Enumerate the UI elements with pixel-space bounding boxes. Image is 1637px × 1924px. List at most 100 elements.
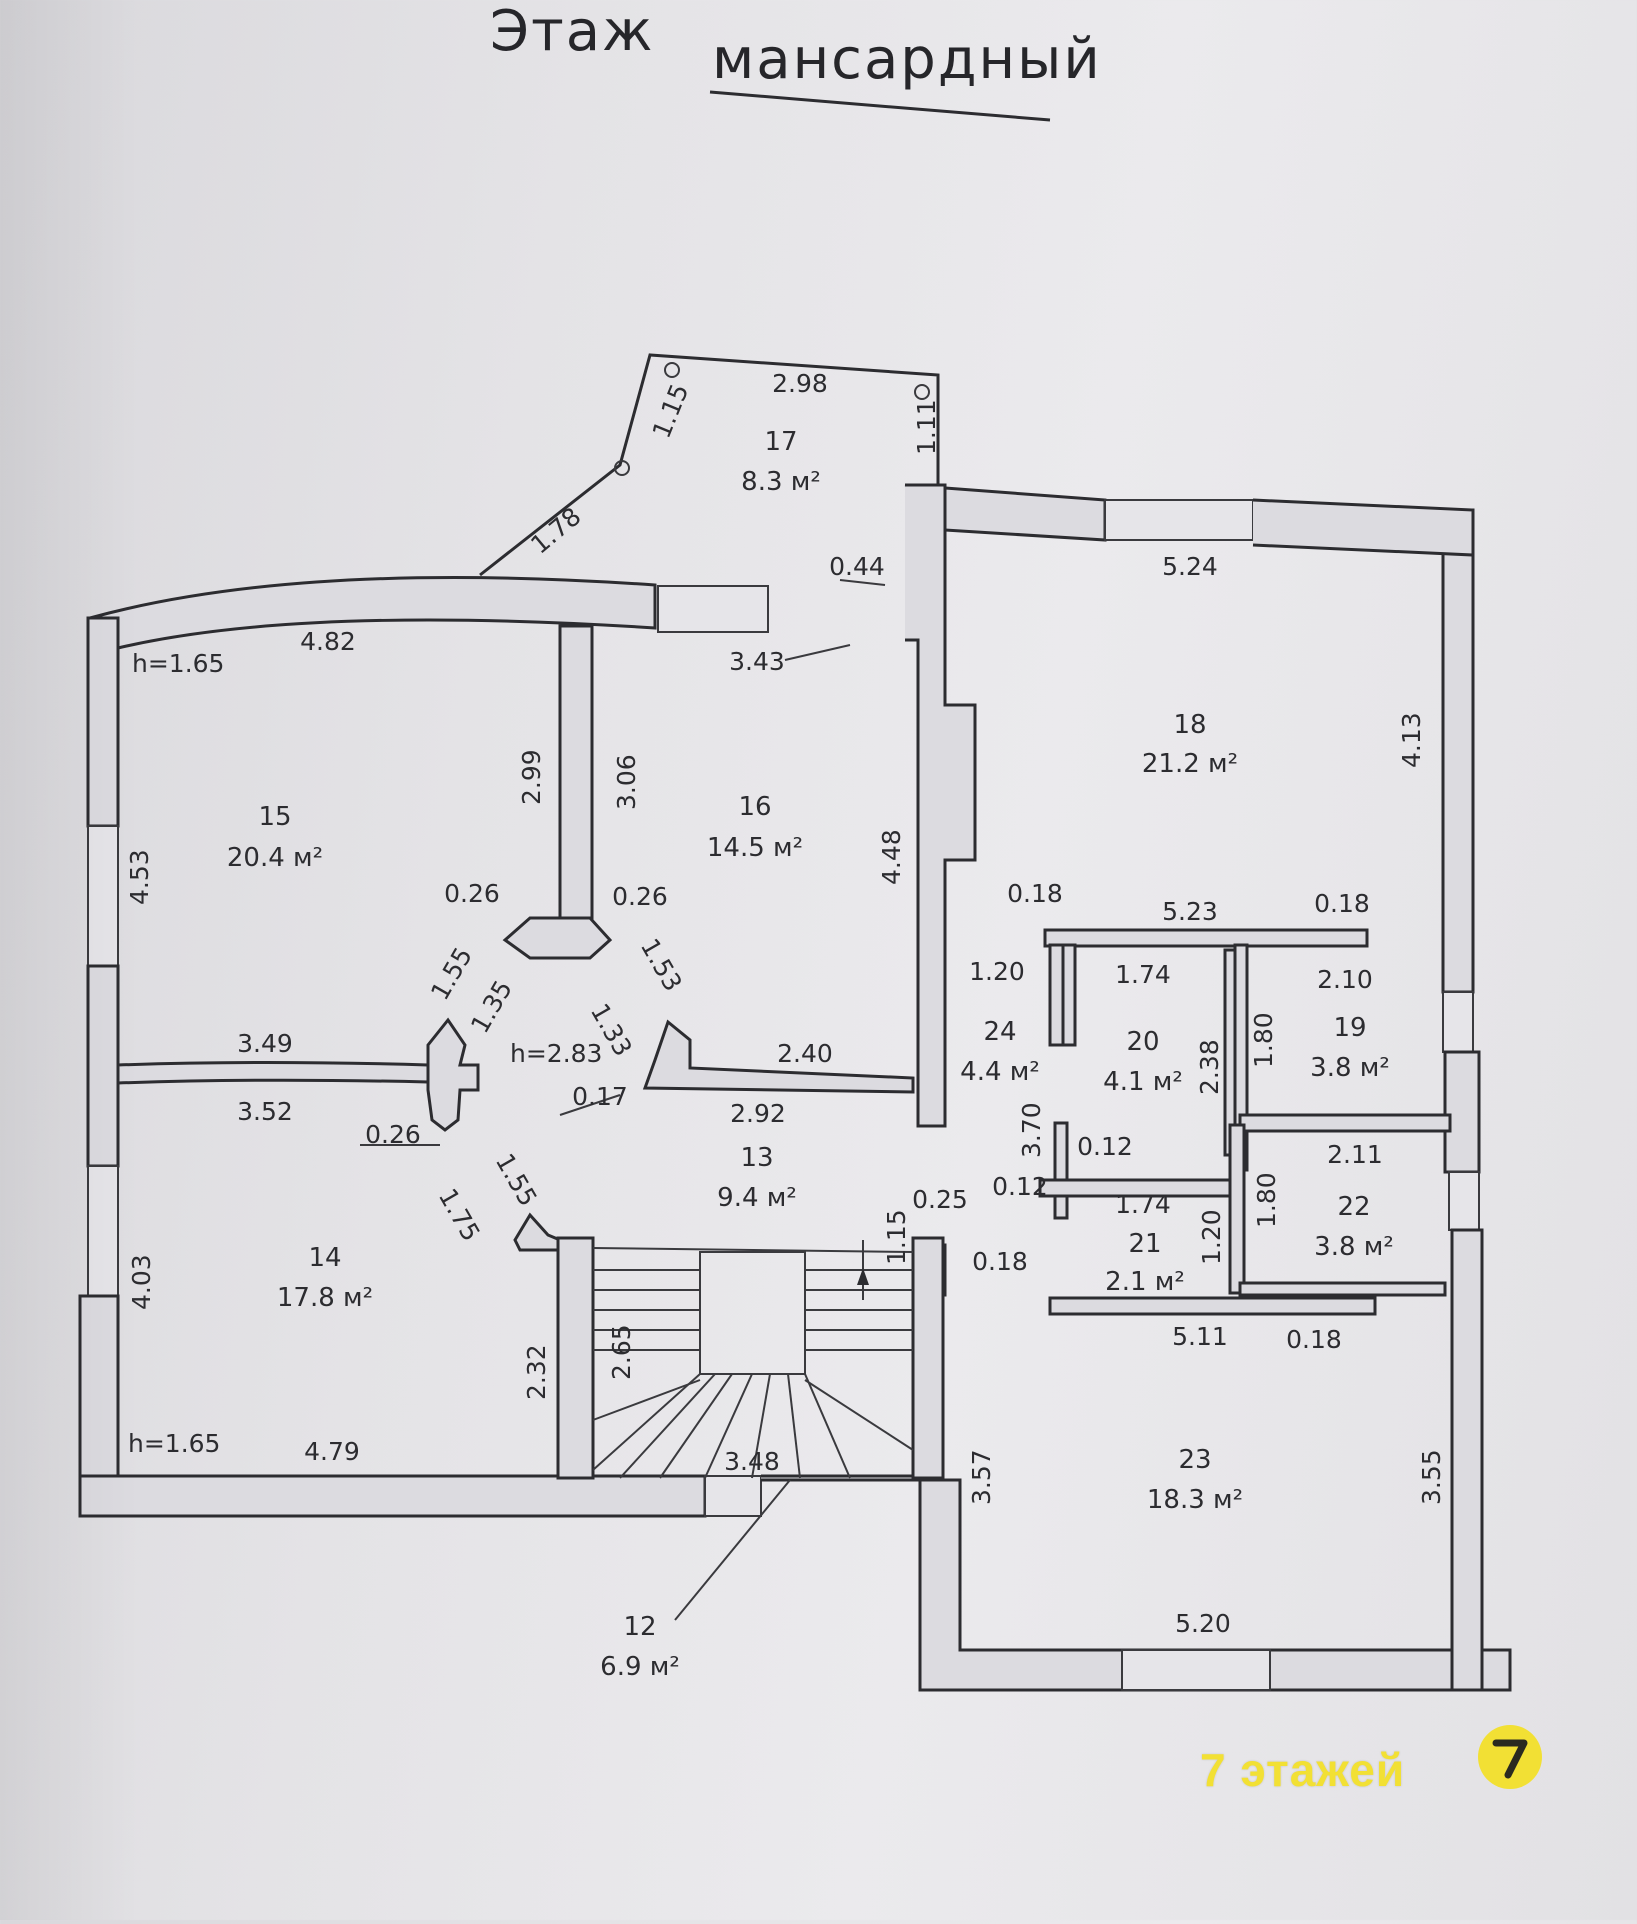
room-17-area: 8.3 м² (741, 467, 821, 497)
dimension: 2.38 (1195, 1039, 1224, 1095)
dimension: 0.12 (1077, 1132, 1133, 1161)
dimension: 3.70 (1017, 1102, 1046, 1158)
dimension: 0.18 (972, 1247, 1028, 1276)
dimension: 3.48 (724, 1447, 780, 1476)
dimension: 1.15 (647, 380, 695, 442)
wall-16-13 (642, 1019, 915, 1094)
room-18-area: 21.2 м² (1142, 749, 1238, 779)
dimension: 1.20 (969, 957, 1025, 986)
dimension: 4.48 (877, 829, 906, 885)
wall-right (1450, 1228, 1484, 1692)
room-14-number: 14 (308, 1243, 341, 1273)
room-15-number: 15 (258, 802, 291, 832)
wall-left (86, 964, 120, 1168)
room-21-area: 2.1 м² (1105, 1267, 1185, 1297)
room-23-number: 23 (1178, 1445, 1211, 1475)
room-14-area: 17.8 м² (277, 1283, 373, 1313)
wall-junction (426, 1017, 480, 1132)
ceiling-height-13: h=2.83 (510, 1039, 602, 1068)
window (1104, 499, 1254, 541)
dimension: 2.40 (777, 1039, 833, 1068)
dimension: 1.55 (425, 942, 478, 1005)
room-24-number: 24 (983, 1017, 1016, 1047)
wall-partition (1228, 1123, 1246, 1295)
wall-stair-left (556, 1236, 595, 1480)
room-12-area: 6.9 м² (600, 1652, 680, 1682)
room-21-number: 21 (1128, 1229, 1161, 1259)
dimension: 1.15 (882, 1209, 911, 1265)
dimension: 5.11 (1172, 1322, 1228, 1351)
dimension: 4.79 (304, 1437, 360, 1466)
leader-line (559, 1094, 621, 1116)
dimension: 2.98 (772, 369, 828, 398)
room-17-number: 17 (764, 427, 797, 457)
watermark-logo (1478, 1725, 1542, 1789)
wall-18-partition (1043, 928, 1369, 948)
dimension: 1.75 (433, 1184, 486, 1247)
dimension: 1.74 (1115, 1190, 1171, 1219)
window (87, 825, 119, 967)
post-marker (664, 362, 680, 378)
wall-15-14 (116, 1061, 430, 1085)
room-12-number: 12 (623, 1612, 656, 1642)
ceiling-height-15: h=1.65 (132, 649, 224, 678)
dimension: 0.18 (1314, 889, 1370, 918)
watermark: 7 этажей (1200, 1725, 1560, 1815)
room-20-number: 20 (1126, 1027, 1159, 1057)
dimension: 0.25 (912, 1185, 968, 1214)
wall-junction (502, 916, 613, 960)
dimension: 3.52 (237, 1097, 293, 1126)
dimension: 0.18 (1286, 1325, 1342, 1354)
room-19-area: 3.8 м² (1310, 1053, 1390, 1083)
wall-bottom (78, 1474, 707, 1518)
window (87, 1165, 119, 1297)
wall-middle (905, 483, 977, 1128)
wall-15-16 (558, 624, 594, 920)
wall-bottom-right (761, 1474, 1512, 1692)
dimension: 1.78 (525, 502, 586, 560)
leader-line (839, 579, 886, 586)
dimension: 1.53 (635, 934, 688, 997)
dimension: 0.26 (365, 1120, 421, 1149)
ceiling-height-14: h=1.65 (128, 1429, 220, 1458)
dimension: 5.23 (1162, 897, 1218, 926)
dimension: 0.18 (1007, 879, 1063, 908)
dimension: 4.03 (127, 1254, 156, 1310)
dimension: 1.74 (1115, 960, 1171, 989)
window (1121, 1649, 1271, 1691)
post-marker (614, 460, 630, 476)
dimension: 1.80 (1252, 1172, 1281, 1228)
window (1448, 1171, 1480, 1231)
wall-top-18 (1252, 498, 1475, 557)
leader-line (784, 644, 851, 661)
room-18-number: 18 (1173, 710, 1206, 740)
wall-stub (513, 1212, 562, 1252)
wall-partition (1061, 943, 1077, 1047)
wall-partition (1238, 1113, 1452, 1133)
dimension: 0.26 (612, 882, 668, 911)
wall-partition (1238, 1281, 1447, 1297)
dimension: 0.26 (444, 879, 500, 908)
dimension: 3.55 (1417, 1449, 1446, 1505)
room-19-number: 19 (1333, 1013, 1366, 1043)
dimension: 2.32 (522, 1344, 551, 1400)
title-prefix: Этаж (490, 0, 655, 64)
room-16-number: 16 (738, 792, 771, 822)
window (657, 585, 769, 633)
wall-left (86, 616, 120, 828)
dimension: 3.06 (612, 754, 641, 810)
room-15-area: 20.4 м² (227, 843, 323, 873)
room-23-area: 18.3 м² (1147, 1485, 1243, 1515)
dimension: 1.55 (490, 1149, 543, 1212)
wall-partition (1053, 1121, 1069, 1220)
dimension: 0.12 (992, 1172, 1048, 1201)
dimension: 1.35 (465, 975, 518, 1038)
dimension: 2.10 (1317, 965, 1373, 994)
dimension: 4.53 (125, 849, 154, 905)
staircase (592, 1240, 914, 1479)
bay-outline (479, 353, 940, 577)
dimension: 1.20 (1197, 1209, 1226, 1265)
dimension: 3.49 (237, 1029, 293, 1058)
